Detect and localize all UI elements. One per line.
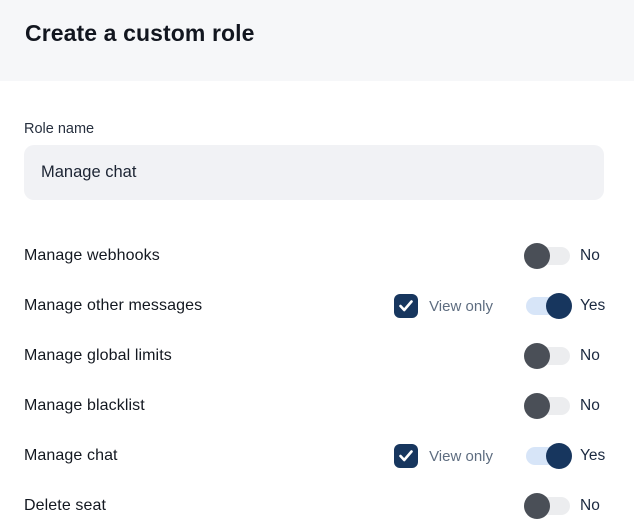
toggle-state-label: No	[580, 247, 600, 264]
permission-toggle[interactable]	[524, 243, 570, 269]
permission-label: Manage other messages	[24, 297, 203, 314]
permission-toggle[interactable]	[524, 493, 570, 519]
toggle-group: No	[524, 243, 608, 269]
toggle-state-label: Yes	[580, 447, 606, 464]
page-title: Create a custom role	[25, 20, 255, 46]
role-name-label: Role name	[24, 121, 95, 137]
permission-row: Delete seat No	[24, 481, 608, 525]
view-only-group: View only	[394, 294, 493, 318]
toggle-knob	[546, 443, 572, 469]
toggle-group: No	[524, 493, 608, 519]
toggle-knob	[524, 393, 550, 419]
permission-toggle[interactable]	[524, 343, 570, 369]
toggle-group: No	[524, 393, 608, 419]
toggle-knob	[546, 293, 572, 319]
permissions-list: Manage webhooks No Manage other messages	[24, 231, 608, 525]
toggle-knob	[524, 243, 550, 269]
toggle-group: No	[524, 343, 608, 369]
toggle-group: Yes	[526, 293, 608, 319]
toggle-state-label: Yes	[580, 297, 606, 314]
view-only-checkbox[interactable]	[394, 294, 419, 318]
view-only-label: View only	[429, 447, 493, 465]
role-name-input[interactable]	[24, 145, 604, 200]
permission-label: Delete seat	[24, 497, 107, 514]
toggle-state-label: No	[580, 397, 600, 414]
permission-row: Manage global limits No	[24, 331, 608, 381]
permission-label: Manage chat	[24, 447, 118, 464]
permission-toggle[interactable]	[526, 443, 572, 469]
permission-label: Manage webhooks	[24, 247, 160, 264]
toggle-state-label: No	[580, 347, 600, 364]
toggle-group: Yes	[526, 443, 608, 469]
permission-row: Manage chat View only Yes	[24, 431, 608, 481]
check-icon	[399, 450, 413, 462]
toggle-knob	[524, 493, 550, 519]
permission-toggle[interactable]	[526, 293, 572, 319]
view-only-label: View only	[429, 297, 493, 315]
dialog-body: Role name Manage webhooks No Manage othe…	[0, 121, 634, 525]
toggle-knob	[524, 343, 550, 369]
permission-label: Manage global limits	[24, 347, 172, 364]
view-only-group: View only	[394, 444, 493, 468]
permission-toggle[interactable]	[524, 393, 570, 419]
view-only-checkbox[interactable]	[394, 444, 419, 468]
check-icon	[399, 300, 413, 312]
permission-row: Manage other messages View only Yes	[24, 281, 608, 331]
dialog-header: Create a custom role	[0, 0, 634, 81]
permission-label: Manage blacklist	[24, 397, 145, 414]
permission-row: Manage webhooks No	[24, 231, 608, 281]
permission-row: Manage blacklist No	[24, 381, 608, 431]
toggle-state-label: No	[580, 497, 600, 514]
